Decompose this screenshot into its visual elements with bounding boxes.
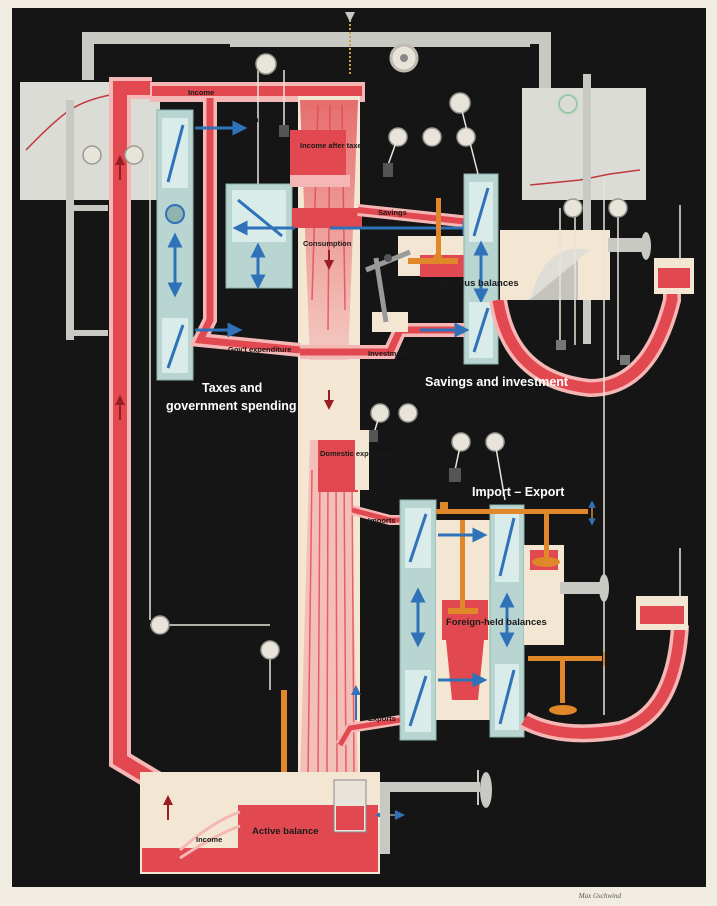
valve-stem	[436, 198, 441, 258]
label-income-after-taxes: Income after taxes	[300, 141, 366, 150]
label-taxation: Taxation	[242, 115, 273, 124]
cable-rods	[149, 160, 619, 715]
orange-levers	[436, 502, 602, 715]
label-surplus-balances: Surplus balances	[440, 278, 519, 289]
label-consumption: Consumption	[303, 239, 352, 248]
label-investment: Investment	[368, 349, 408, 358]
label-savings: Savings	[378, 208, 407, 217]
label-exports: Exports	[368, 714, 396, 723]
income-after-taxes-box	[290, 130, 346, 178]
label-savings-and-investment: Savings and investment	[425, 375, 569, 389]
label-import-export: Import – Export	[472, 485, 565, 499]
label-income-bottom: Income	[196, 835, 222, 844]
domestic-expenditure-box	[318, 440, 358, 492]
label-domestic-expenditure: Domestic expenditure	[320, 449, 398, 458]
label-imports: Imports	[368, 516, 396, 525]
gear-rack	[230, 42, 530, 47]
label-government-spending: government spending	[166, 399, 297, 413]
top-grey-pipe	[82, 32, 551, 88]
label-active-balance: Active balance	[252, 826, 319, 837]
label-taxes-and: Taxes and	[202, 381, 262, 395]
label-foreign-held-balances: Foreign-held balances	[446, 617, 547, 628]
left-recorder-box	[20, 82, 160, 200]
label-govt-expenditure: Gov't expenditure	[228, 345, 291, 354]
label-income-top: Income	[188, 88, 214, 97]
artist-credit: Max Gschwind	[578, 892, 621, 900]
